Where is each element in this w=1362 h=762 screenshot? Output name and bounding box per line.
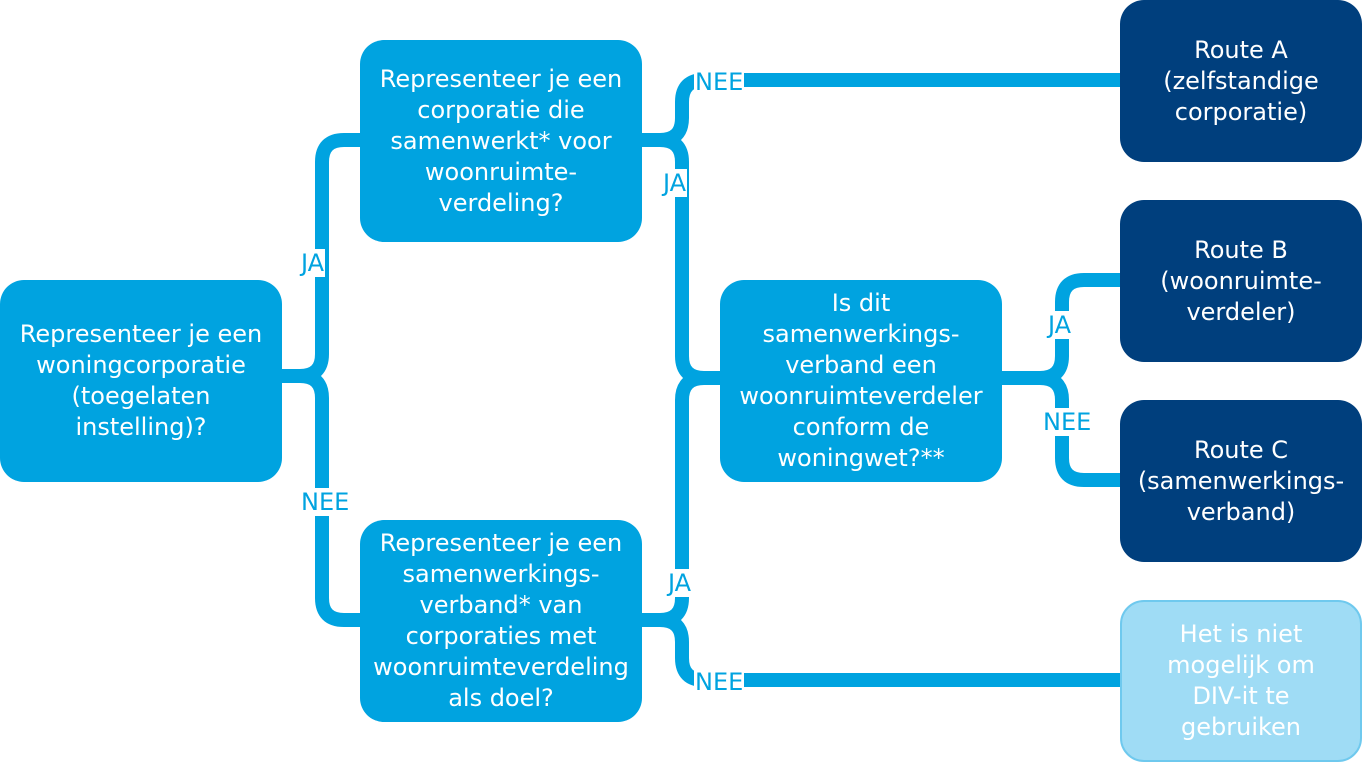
edge-label-start-nee: NEE [300,488,351,516]
edge-label-start-ja: JA [300,249,326,277]
route-b-box: Route B (woonruimte- verdeler) [1120,200,1362,362]
question-samenwerkt: Representeer je een corporatie die samen… [360,40,642,242]
edge-label-verdeler-nee: NEE [1042,408,1093,436]
edge-label-verband-ja: JA [667,569,693,597]
route-a-box: Route A (zelfstandige corporatie) [1120,0,1362,162]
question-woonruimteverdeler: Is dit samenwerkings- verband een woonru… [720,280,1002,482]
edge-label-verband-nee: NEE [694,668,745,696]
not-possible-box: Het is niet mogelijk om DIV-it te gebrui… [1120,600,1362,762]
edge-label-verdeler-ja: JA [1047,311,1073,339]
question-woningcorporatie: Representeer je een woningcorporatie (to… [0,280,282,482]
edge-label-samenwerkt-nee: NEE [694,68,745,96]
question-samenwerkingsverband: Representeer je een samenwerkings- verba… [360,520,642,722]
route-c-box: Route C (samenwerkings- verband) [1120,400,1362,562]
edge-label-samenwerkt-ja: JA [662,169,688,197]
